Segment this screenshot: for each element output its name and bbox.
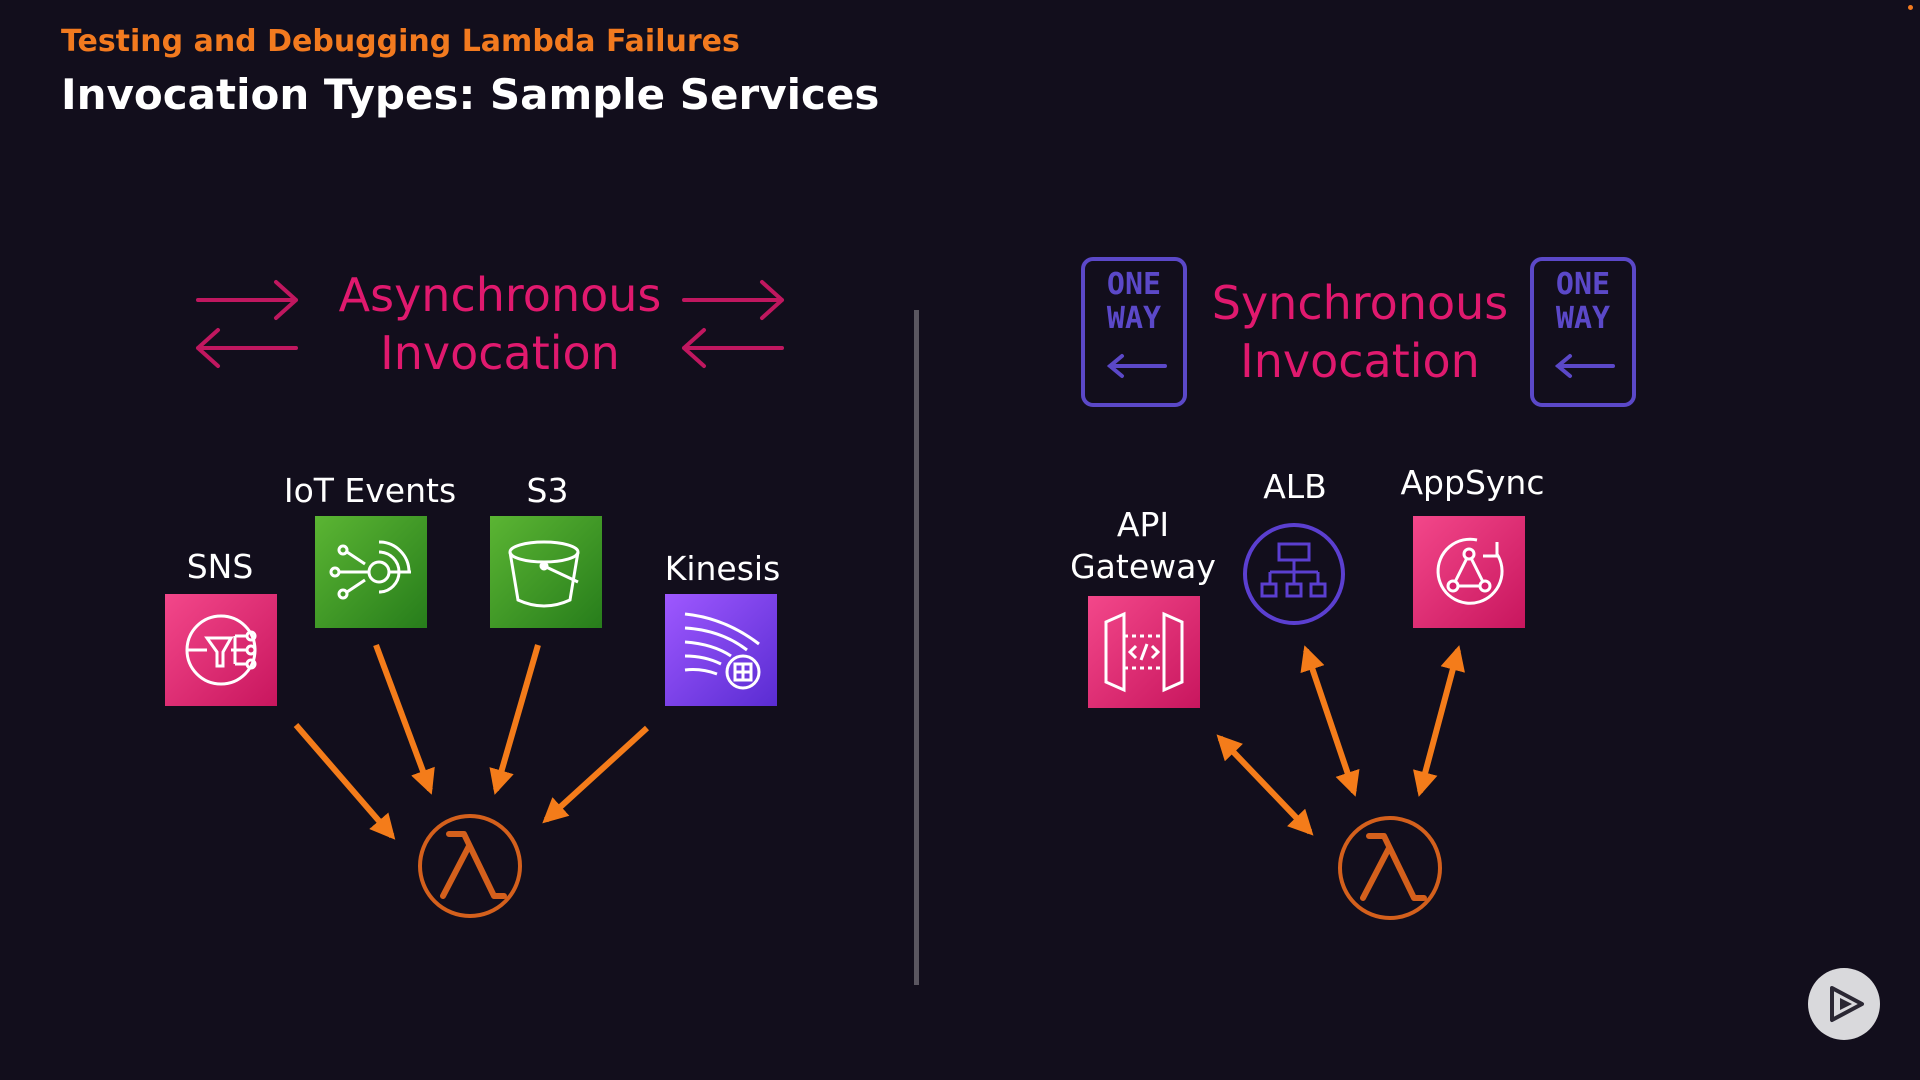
alb-label: ALB (1263, 467, 1327, 506)
kinesis-icon (684, 612, 761, 690)
one-way-sign-right-frame (1530, 257, 1636, 407)
arrow-sns-to-lambda (293, 723, 396, 840)
s3-bucket-icon (508, 540, 580, 608)
arrow-alb-lambda (1300, 645, 1360, 797)
arrow-iot-to-lambda (373, 643, 435, 795)
api-gateway-label-line1: API (1116, 505, 1170, 544)
sns-label: SNS (186, 547, 254, 586)
appsync-label: AppSync (1400, 463, 1545, 502)
async-heading-line1: Asynchronous (338, 268, 662, 322)
sign-right-line2: WAY (1555, 301, 1611, 336)
exchange-arrows-right-icon (682, 280, 784, 368)
slide-title: Invocation Types: Sample Services (61, 70, 880, 119)
sns-icon (185, 614, 257, 686)
async-arrows (293, 643, 650, 840)
appsync-tile (1413, 516, 1525, 628)
api-gateway-tile (1088, 596, 1200, 708)
s3-label: S3 (526, 471, 569, 510)
arrow-s3-to-lambda (489, 644, 541, 795)
kinesis-tile (665, 594, 777, 706)
api-gateway-label: API Gateway (1060, 504, 1226, 588)
arrow-kinesis-to-lambda (542, 725, 650, 824)
async-heading-line2: Invocation (380, 326, 620, 380)
section-divider (914, 310, 919, 985)
api-gateway-icon (1104, 611, 1184, 693)
s3-tile (490, 516, 602, 628)
sign-left-line2: WAY (1106, 301, 1162, 336)
lambda-icon-sync (1338, 816, 1442, 920)
sns-tile (165, 594, 277, 706)
arrow-apigw-lambda (1216, 734, 1314, 836)
corner-dot (1908, 5, 1913, 10)
appsync-icon (1436, 537, 1504, 605)
sync-heading: Synchronous Invocation (1195, 274, 1525, 390)
kinesis-label: Kinesis (664, 549, 781, 588)
sign-left-line1: ONE (1106, 267, 1162, 302)
iot-events-icon (329, 540, 411, 600)
slide-subtitle: Testing and Debugging Lambda Failures (61, 24, 740, 59)
exchange-arrows-left-icon (196, 280, 298, 368)
sign-right-line1: ONE (1555, 267, 1611, 302)
arrow-appsync-lambda (1413, 645, 1465, 797)
sync-arrows (1216, 645, 1465, 836)
async-heading: Asynchronous Invocation (330, 266, 670, 382)
play-button[interactable] (1808, 968, 1880, 1040)
iot-events-label: IoT Events (283, 471, 457, 510)
one-way-sign-left: ONE WAY (1083, 268, 1185, 336)
api-gateway-label-line2: Gateway (1070, 547, 1216, 586)
sync-heading-line1: Synchronous (1211, 276, 1509, 330)
iot-events-tile (315, 516, 427, 628)
one-way-sign-left-frame (1081, 257, 1187, 407)
alb-icon (1243, 523, 1345, 625)
play-icon (1830, 986, 1864, 1022)
one-way-sign-right: ONE WAY (1532, 268, 1634, 336)
lambda-icon-async (418, 814, 522, 918)
sync-heading-line2: Invocation (1240, 334, 1480, 388)
